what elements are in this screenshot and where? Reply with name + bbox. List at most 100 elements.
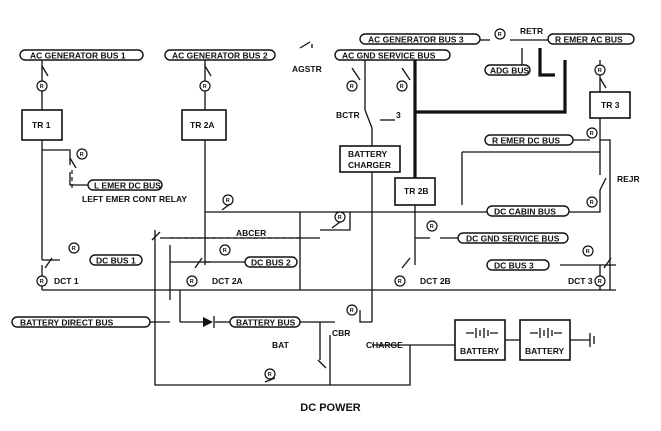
retr-label: RETR — [520, 26, 543, 36]
relay-r-icon: R — [334, 211, 346, 223]
svg-text:R: R — [398, 279, 402, 285]
svg-text:R: R — [80, 152, 84, 158]
bus-ac-gen-3: AC GENERATOR BUS 3 — [359, 33, 481, 45]
relay-r-icon: R — [222, 194, 234, 206]
relays: R R R R R R R R R R R R R R R R R R R R … — [36, 28, 606, 380]
svg-text:R: R — [223, 248, 227, 254]
switch-contacts — [41, 41, 612, 383]
bus-r-emer-ac-label: R EMER AC BUS — [555, 35, 623, 45]
relay-r-icon: R — [582, 245, 594, 257]
tr2a-label: TR 2A — [190, 120, 215, 130]
bus-dc-cabin-label: DC CABIN BUS — [494, 207, 556, 217]
tr2b-box: TR 2B — [394, 177, 436, 206]
battery-2-label: BATTERY — [525, 346, 565, 356]
dct2a-label: DCT 2A — [212, 276, 243, 286]
svg-text:R: R — [430, 224, 434, 230]
relay-r-icon: R — [346, 80, 358, 92]
diagram-caption: DC POWER — [300, 402, 361, 414]
svg-text:R: R — [268, 372, 272, 378]
tr2a-box: TR 2A — [181, 109, 227, 141]
cbr-label: CBR — [332, 328, 350, 338]
bus-ac-gnd-service-label: AC GND SERVICE BUS — [342, 51, 436, 61]
svg-text:R: R — [40, 84, 44, 90]
svg-text:R: R — [400, 84, 404, 90]
labels: AGSTR RETR BCTR 3 REJR LEFT EMER CONT RE… — [54, 26, 640, 350]
svg-text:R: R — [203, 84, 207, 90]
relay-r-icon: R — [594, 275, 606, 287]
bus-r-emer-dc: R EMER DC BUS — [484, 134, 574, 146]
left-emer-cont-relay-label: LEFT EMER CONT RELAY — [82, 194, 187, 204]
bus-adg-label: ADG BUS — [490, 66, 530, 76]
abcer-label: ABCER — [236, 228, 266, 238]
bus-ac-gen-3-label: AC GENERATOR BUS 3 — [368, 35, 464, 45]
bus-dc-2: DC BUS 2 — [244, 256, 298, 268]
bus-dc-gnd-service-label: DC GND SERVICE BUS — [466, 234, 560, 244]
svg-text:R: R — [226, 198, 230, 204]
bus-battery: BATTERY BUS — [229, 316, 301, 328]
bus-dc-2-label: DC BUS 2 — [251, 258, 291, 268]
bat-label: BAT — [272, 340, 290, 350]
bus-battery-direct: BATTERY DIRECT BUS — [11, 316, 151, 328]
bus-ac-gen-2-label: AC GENERATOR BUS 2 — [172, 51, 268, 61]
relay-r-icon: R — [394, 275, 406, 287]
relay-r-icon: R — [586, 196, 598, 208]
relay-r-icon: R — [186, 275, 198, 287]
svg-text:R: R — [40, 279, 44, 285]
svg-text:R: R — [498, 32, 502, 38]
bus-adg: ADG BUS — [484, 64, 531, 76]
diode-icon — [203, 316, 215, 328]
tr2b-label: TR 2B — [404, 186, 429, 196]
svg-text:R: R — [338, 215, 342, 221]
relay-r-icon: R — [68, 242, 80, 254]
bus-ac-gen-2: AC GENERATOR BUS 2 — [164, 49, 276, 61]
bus-dc-1-label: DC BUS 1 — [96, 256, 136, 266]
bus-ac-gnd-service: AC GND SERVICE BUS — [334, 49, 451, 61]
relay-r-icon: R — [494, 28, 506, 40]
bctr-pin-label: 3 — [396, 110, 401, 120]
bus-ac-gen-1-label: AC GENERATOR BUS 1 — [30, 51, 126, 61]
bus-l-emer-dc: L EMER DC BUS — [87, 179, 163, 191]
svg-text:R: R — [598, 68, 602, 74]
bus-battery-label: BATTERY BUS — [236, 318, 296, 328]
bus-r-emer-ac: R EMER AC BUS — [547, 33, 635, 45]
relay-r-icon: R — [264, 368, 276, 380]
bus-battery-direct-label: BATTERY DIRECT BUS — [20, 318, 114, 328]
tr3-label: TR 3 — [601, 100, 620, 110]
bus-dc-gnd-service: DC GND SERVICE BUS — [457, 232, 569, 244]
dct2b-label: DCT 2B — [420, 276, 451, 286]
rejr-label: REJR — [617, 174, 640, 184]
charge-label: CHARGE — [366, 340, 403, 350]
bctr-label: BCTR — [336, 110, 360, 120]
tr3-box: TR 3 — [589, 91, 631, 119]
relay-r-icon: R — [426, 220, 438, 232]
relay-r-icon: R — [346, 304, 358, 316]
tr1-label: TR 1 — [32, 120, 51, 130]
battery-1-box: BATTERY — [454, 319, 506, 361]
bus-dc-3-label: DC BUS 3 — [494, 261, 534, 271]
battery-charger-box: BATTERY CHARGER — [339, 145, 401, 173]
bus-dc-cabin: DC CABIN BUS — [486, 205, 570, 217]
relay-r-icon: R — [199, 80, 211, 92]
relay-r-icon: R — [36, 275, 48, 287]
bus-l-emer-dc-label: L EMER DC BUS — [94, 181, 161, 191]
relay-r-icon: R — [396, 80, 408, 92]
svg-text:R: R — [350, 308, 354, 314]
relay-r-icon: R — [76, 148, 88, 160]
tr1-box: TR 1 — [21, 109, 63, 141]
bus-ac-gen-1: AC GENERATOR BUS 1 — [19, 49, 144, 61]
dct3-label: DCT 3 — [568, 276, 593, 286]
svg-text:R: R — [598, 279, 602, 285]
svg-text:R: R — [590, 200, 594, 206]
relay-r-icon: R — [219, 244, 231, 256]
relay-r-icon: R — [36, 80, 48, 92]
svg-text:R: R — [190, 279, 194, 285]
battery-charger-label-2: CHARGER — [348, 160, 391, 170]
relay-r-icon: R — [586, 127, 598, 139]
svg-text:R: R — [586, 249, 590, 255]
relay-r-icon: R — [594, 64, 606, 76]
battery-1-label: BATTERY — [460, 346, 500, 356]
bus-dc-3: DC BUS 3 — [486, 259, 550, 271]
battery-charger-label-1: BATTERY — [348, 149, 388, 159]
agstr-label: AGSTR — [292, 64, 322, 74]
